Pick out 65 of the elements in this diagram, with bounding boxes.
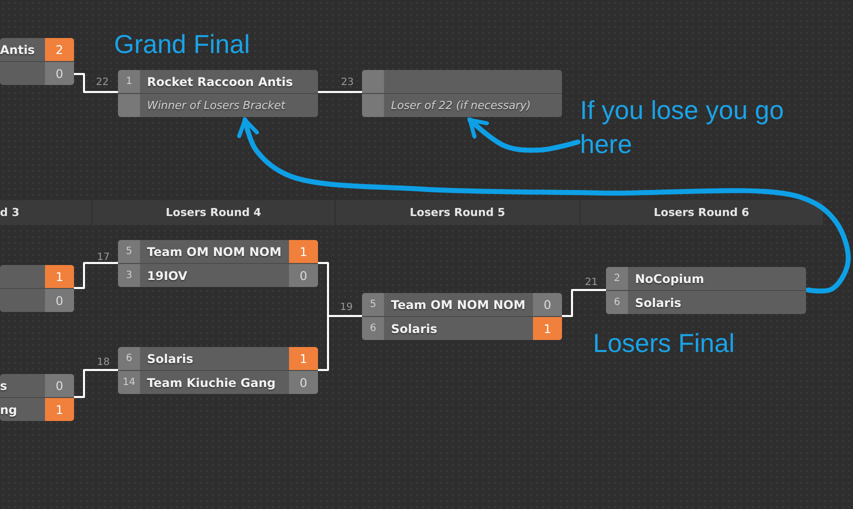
round-heading: Losers Round 4 (164, 205, 262, 221)
match-card (0, 374, 74, 421)
seed-number: 6 (118, 347, 140, 370)
score: 1 (533, 317, 562, 340)
seed-number: 14 (118, 371, 140, 394)
round-heading: Losers Round 5 (408, 205, 506, 221)
match-number: 23 (341, 77, 354, 88)
team-name: Solaris (634, 294, 682, 312)
match-card (118, 70, 318, 117)
seed-number: 2 (606, 267, 628, 290)
match-number: 21 (585, 277, 598, 288)
score: 1 (289, 240, 318, 263)
match-card (118, 240, 318, 287)
team-name: Team Kiuchie Gang (146, 374, 277, 392)
hand-drawn-arrow (468, 118, 580, 153)
bracket-connector (561, 289, 607, 317)
seed-number: 6 (606, 291, 628, 314)
team-name: s (0, 378, 8, 394)
score: 2 (45, 38, 74, 61)
match-card (606, 267, 806, 314)
match-card (362, 70, 562, 117)
match-card (0, 265, 74, 312)
match-card (118, 347, 318, 394)
placeholder-text: Loser of 22 (if necessary) (390, 98, 532, 114)
score: 0 (45, 374, 74, 397)
seed-number: 1 (118, 70, 140, 93)
score: 0 (533, 293, 562, 316)
round-heading: Losers Round 6 (652, 205, 750, 221)
placeholder-text: Winner of Losers Bracket (146, 98, 286, 114)
match-number: 18 (97, 357, 110, 368)
hand-drawn-arrow (237, 118, 851, 294)
score: 0 (45, 289, 74, 312)
bracket-connector (73, 262, 119, 289)
match-number: 22 (96, 77, 109, 88)
team-name: Antis (0, 42, 36, 58)
team-name: Solaris (390, 320, 438, 338)
match-number: 17 (97, 252, 110, 263)
bracket-connector (317, 91, 363, 93)
bracket-connector (73, 369, 119, 398)
round-heading: d 3 (0, 205, 20, 221)
handwritten-title: Losers Final (593, 327, 735, 360)
team-name: NoCopium (634, 270, 706, 288)
handwritten-title: Grand Final (114, 28, 250, 61)
seed-number: 3 (118, 264, 140, 287)
seed-number: 5 (362, 293, 384, 316)
bracket-connector (73, 73, 119, 93)
match-card (362, 293, 562, 340)
score: 1 (45, 265, 74, 288)
team-name: Rocket Raccoon Antis (146, 74, 294, 90)
handwritten-note: If you lose you go here (580, 94, 830, 162)
match-number: 19 (340, 302, 353, 313)
score: 0 (289, 264, 318, 287)
match-card (0, 38, 74, 85)
seed-number: 6 (362, 317, 384, 340)
score: 0 (45, 62, 74, 85)
team-name: Solaris (146, 350, 194, 368)
score: 1 (45, 398, 74, 421)
team-name: 19IOV (146, 268, 188, 284)
team-name: Team OM NOM NOM (390, 296, 526, 314)
bracket-connector (317, 315, 363, 371)
seed-number: 5 (118, 240, 140, 263)
team-name: ng (0, 402, 18, 419)
score: 0 (289, 371, 318, 394)
team-name: Team OM NOM NOM (146, 244, 282, 260)
score: 1 (289, 347, 318, 370)
